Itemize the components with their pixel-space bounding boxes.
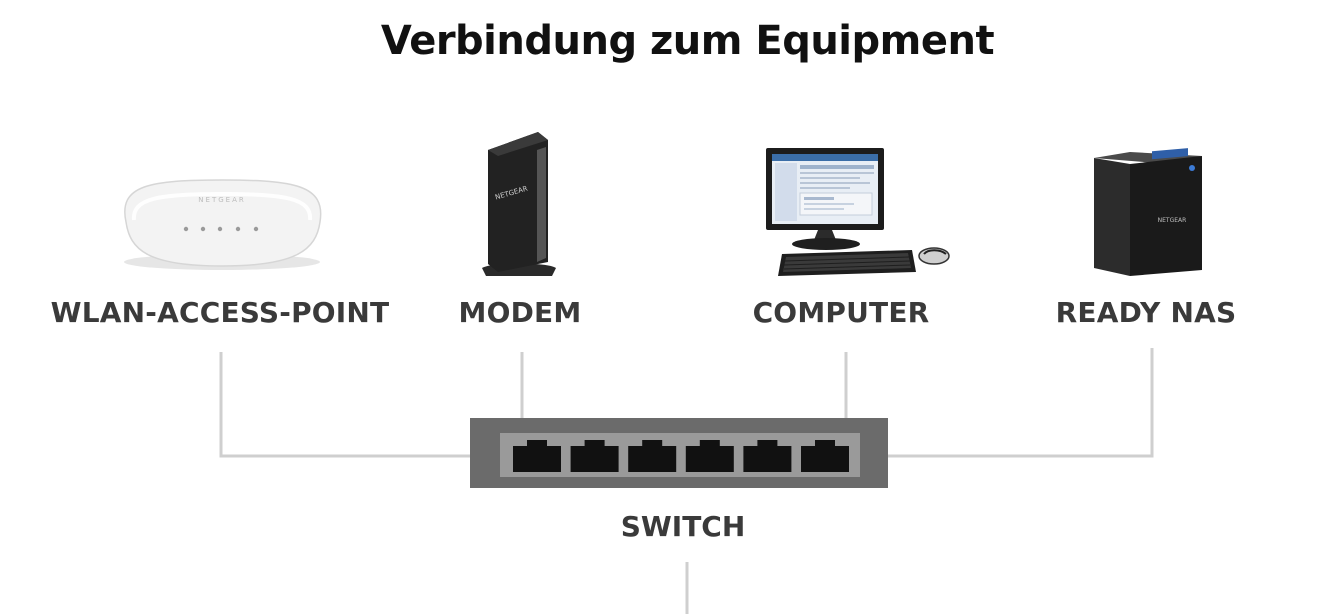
- label-modem: MODEM: [458, 296, 582, 329]
- connector-lines: [219, 348, 1154, 614]
- label-access-point: WLAN-ACCESS-POINT: [50, 296, 390, 329]
- computer-icon: [766, 148, 950, 276]
- connector-nas: [888, 348, 1154, 458]
- switch-port: [685, 440, 734, 472]
- switch-port: [570, 440, 619, 472]
- switch-port: [801, 440, 849, 472]
- switch-port: [628, 440, 677, 472]
- nas-brand: NETGEAR: [1158, 217, 1187, 224]
- label-computer: COMPUTER: [752, 296, 930, 329]
- switch-port: [743, 440, 792, 472]
- connector-access-point: [219, 352, 472, 458]
- nas-icon: NETGEAR: [1094, 148, 1202, 276]
- access-point-icon: NETGEAR: [124, 179, 322, 270]
- access-point-brand: NETGEAR: [198, 196, 245, 204]
- switch-port: [513, 440, 561, 472]
- label-switch: SWITCH: [620, 510, 746, 543]
- switch-icon: [470, 418, 888, 488]
- switch-ports: [513, 440, 849, 472]
- diagram-title: Verbindung zum Equipment: [380, 18, 995, 64]
- label-ready-nas: READY NAS: [1055, 296, 1237, 329]
- modem-icon: NETGEAR: [482, 132, 556, 276]
